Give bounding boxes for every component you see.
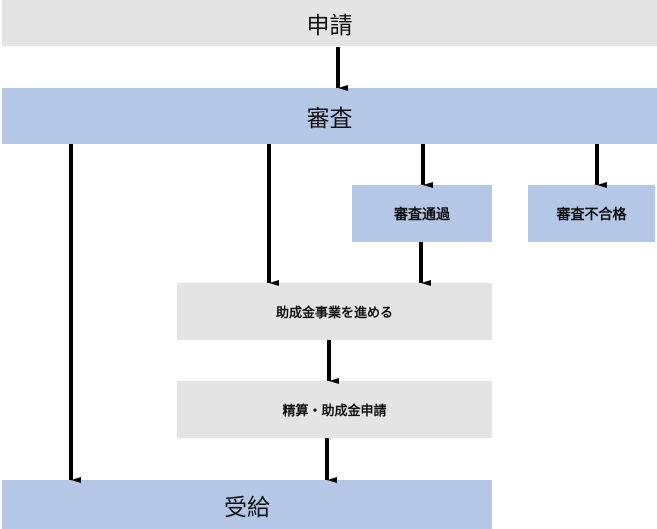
node-apply-label: 申請 bbox=[306, 13, 353, 39]
node-fail-label: 審査不合格 bbox=[556, 206, 627, 223]
node-receive: 受給 bbox=[2, 480, 492, 529]
node-proceed: 助成金事業を進める bbox=[177, 283, 492, 340]
node-fail: 審査不合格 bbox=[528, 185, 655, 242]
node-proceed-label: 助成金事業を進める bbox=[275, 306, 393, 321]
node-pass-label: 審査通過 bbox=[394, 206, 450, 223]
node-settle: 精算・助成金申請 bbox=[177, 381, 492, 438]
node-apply: 申請 bbox=[2, 0, 657, 46]
node-review-label: 審査 bbox=[306, 106, 353, 132]
node-receive-label: 受給 bbox=[224, 494, 270, 521]
node-review: 審査 bbox=[2, 88, 657, 144]
node-pass: 審査通過 bbox=[352, 185, 492, 242]
node-settle-label: 精算・助成金申請 bbox=[282, 404, 387, 419]
